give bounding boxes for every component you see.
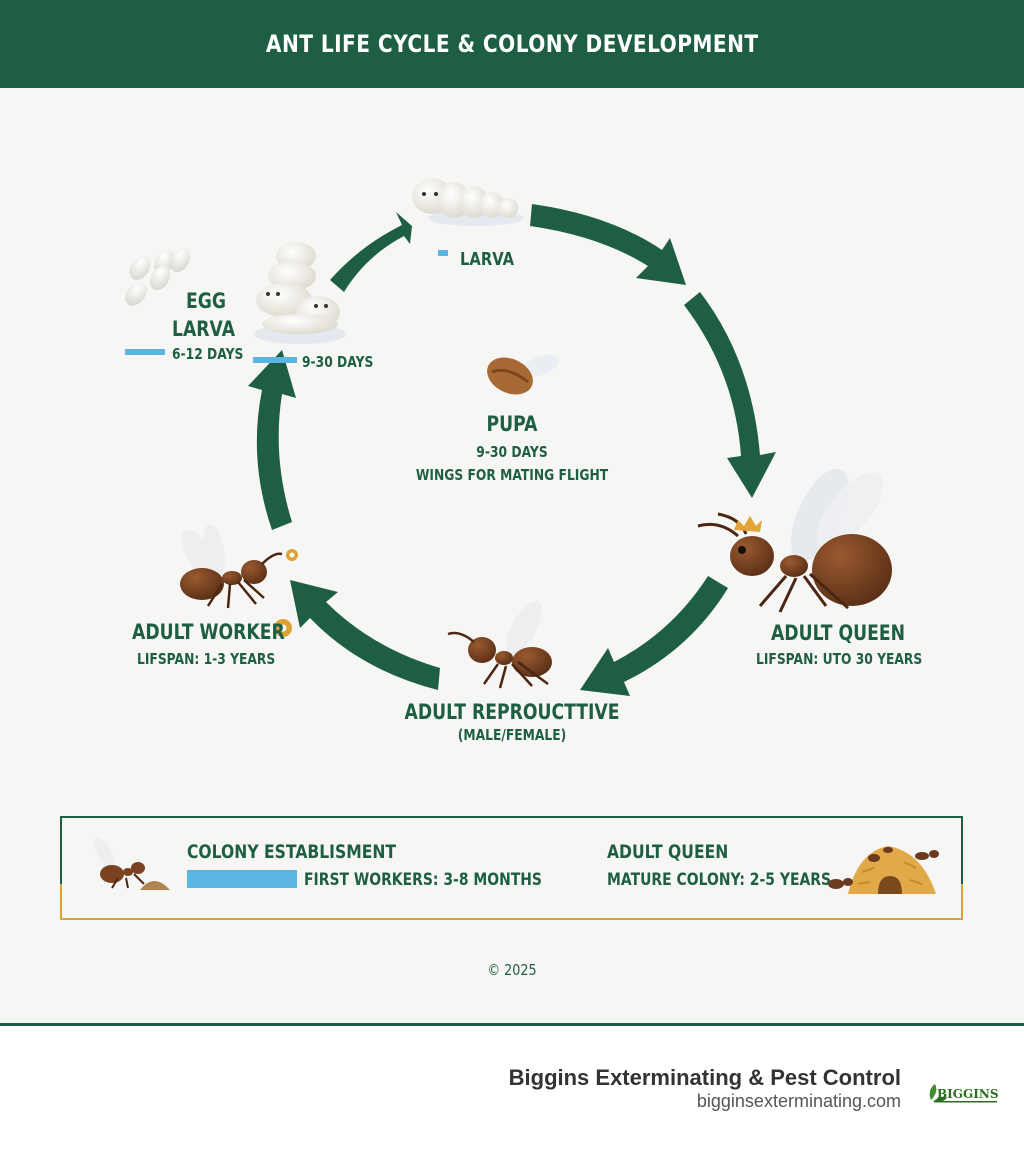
cycle-arrows	[248, 204, 776, 696]
page-title: ANT LIFE CYCLE & COLONY DEVELOPMENT	[265, 30, 759, 58]
arrow-bottom-right	[580, 576, 728, 696]
svg-text:BIGGINS: BIGGINS	[937, 1087, 999, 1101]
colony-box-left-accent	[60, 884, 62, 920]
colony-right-detail: MATURE COLONY: 2-5 YEARS	[607, 870, 832, 890]
reproductive-ant-illustration	[447, 601, 552, 689]
company-website[interactable]: bigginsexterminating.com	[696, 1091, 901, 1111]
colony-ant-mound-illustration	[93, 838, 170, 890]
larva-top-label: LARVA	[460, 249, 515, 270]
arrow-right	[684, 292, 776, 498]
gear-icon	[274, 619, 292, 637]
company-name: Biggins Exterminating & Pest Control	[508, 1065, 901, 1090]
anthill-illustration	[828, 846, 939, 894]
larva-duration-bar	[253, 357, 297, 363]
arrow-bottom-left	[290, 580, 440, 690]
arrow-top-right	[530, 204, 686, 285]
larva-label: LARVA	[172, 317, 236, 341]
adult-worker-lifespan: LIFSPAN: 1-3 YEARS	[137, 650, 276, 668]
egg-duration: 6-12 DAYS	[172, 345, 244, 363]
queen-ant-illustration	[697, 468, 892, 613]
colony-box-lower	[62, 886, 961, 918]
colony-left-detail: FIRST WORKERS: 3-8 MONTHS	[304, 870, 542, 890]
larva-top-bar	[438, 250, 448, 256]
arrow-top-left	[330, 212, 412, 292]
colony-progress-bar	[187, 870, 297, 888]
gear-icon	[286, 549, 298, 561]
colony-right-title: ADULT QUEEN	[607, 841, 729, 863]
life-cycle-diagram	[125, 178, 892, 696]
copyright: © 2025	[487, 961, 537, 979]
pupa-label: PUPA	[486, 412, 538, 436]
company-logo: BIGGINS	[929, 1084, 999, 1103]
egg-label: EGG	[186, 289, 227, 313]
arrow-left	[248, 350, 296, 530]
colony-box-right-accent	[961, 884, 963, 920]
larva-duration: 9-30 DAYS	[302, 353, 374, 371]
larva-stack-illustration	[254, 242, 346, 344]
worker-ant-illustration	[180, 524, 283, 609]
egg-duration-bar	[125, 349, 165, 355]
pupa-duration: 9-30 DAYS	[476, 443, 548, 461]
footer-divider	[0, 1023, 1024, 1026]
adult-queen-lifespan: LIFSPAN: UTO 30 YEARS	[756, 650, 923, 668]
pupa-illustration	[487, 355, 560, 395]
eggs-illustration	[125, 247, 191, 306]
title-bar: ANT LIFE CYCLE & COLONY DEVELOPMENT	[0, 0, 1024, 88]
colony-left-title: COLONY ESTABLISMENT	[187, 841, 397, 863]
adult-reproductive-sub: (MALE/FEMALE)	[457, 726, 567, 744]
pupa-note: WINGS FOR MATING FLIGHT	[415, 466, 609, 484]
adult-worker-label: ADULT WORKER	[132, 620, 285, 644]
adult-queen-label: ADULT QUEEN	[770, 621, 906, 645]
larva-top-illustration	[412, 178, 524, 226]
adult-reproductive-label: ADULT REPROUCTTIVE	[404, 700, 620, 724]
footer	[0, 1026, 1024, 1154]
